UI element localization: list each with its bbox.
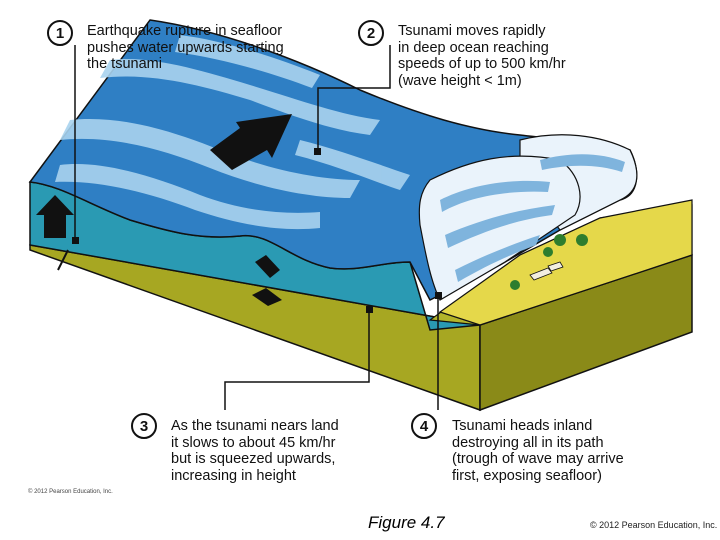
callout-4-line-1: Tsunami heads inland [452, 418, 624, 435]
callout-4-text: Tsunami heads inland destroying all in i… [452, 418, 624, 484]
callout-1-line-1: Earthquake rupture in seafloor [87, 23, 284, 40]
small-credit-text: © 2012 Pearson Education, Inc. [28, 489, 113, 495]
callout-3-line-3: but is squeezed upwards, [171, 451, 339, 468]
callout-1-line-3: the tsunami [87, 56, 284, 73]
callout-3-line-4: increasing in height [171, 468, 339, 485]
callout-4-line-4: first, exposing seafloor) [452, 468, 624, 485]
callout-2-line-2: in deep ocean reaching [398, 40, 566, 57]
callout-4-number: 4 [411, 413, 437, 439]
callout-1-line-2: pushes water upwards starting [87, 40, 284, 57]
figure-caption: Figure 4.7 [368, 513, 445, 533]
callout-1-number: 1 [47, 20, 73, 46]
callout-2-line-4: (wave height < 1m) [398, 73, 566, 90]
callout-2-text: Tsunami moves rapidly in deep ocean reac… [398, 23, 566, 89]
callout-1-text: Earthquake rupture in seafloor pushes wa… [87, 23, 284, 73]
callout-4-line-3: (trough of wave may arrive [452, 451, 624, 468]
callout-3-text: As the tsunami nears land it slows to ab… [171, 418, 339, 484]
callout-2-line-3: speeds of up to 500 km/hr [398, 56, 566, 73]
callout-3-line-1: As the tsunami nears land [171, 418, 339, 435]
callout-2-number: 2 [358, 20, 384, 46]
copyright-text: © 2012 Pearson Education, Inc. [590, 520, 717, 530]
callout-3-number: 3 [131, 413, 157, 439]
callout-2-line-1: Tsunami moves rapidly [398, 23, 566, 40]
callout-3-line-2: it slows to about 45 km/hr [171, 435, 339, 452]
callout-4-line-2: destroying all in its path [452, 435, 624, 452]
